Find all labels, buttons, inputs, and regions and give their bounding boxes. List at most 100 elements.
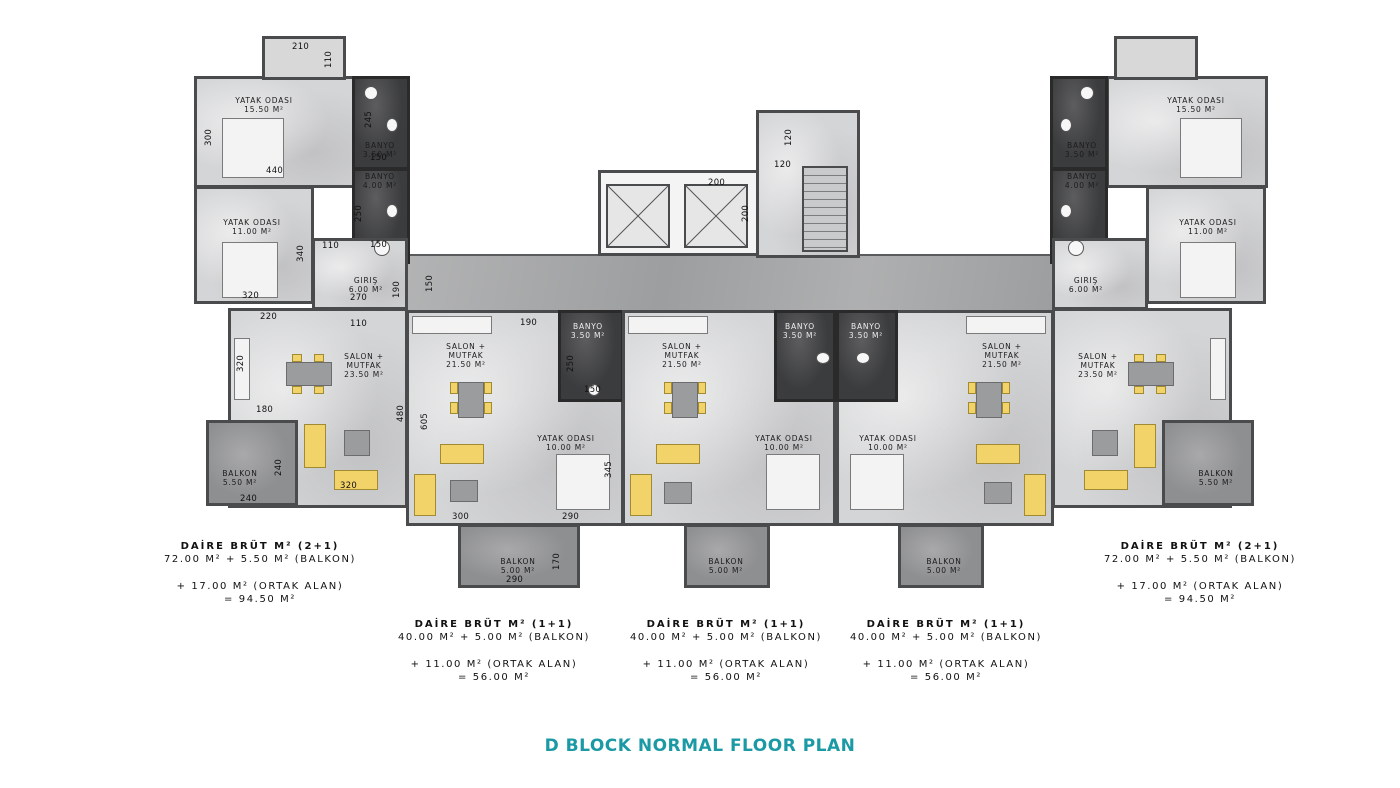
summary-line: 72.00 M² + 5.50 M² (BALKON) (1103, 554, 1297, 565)
sofa (334, 470, 378, 490)
room-name: MUTFAK (664, 351, 700, 360)
elevator-2-cross (685, 185, 747, 247)
chair (698, 402, 706, 414)
room-name: BALKON (500, 557, 536, 566)
dining-table (1128, 362, 1174, 386)
room-area: 5.00 M² (708, 566, 744, 575)
room-name: BALKON (708, 557, 744, 566)
room-name: SALON + (344, 352, 384, 361)
dim-label: 300 (452, 512, 470, 522)
dim-label: 120 (774, 160, 792, 170)
kitchen-counter (1210, 338, 1226, 400)
dining-table (286, 362, 332, 386)
room-area: 3.50 M² (1064, 150, 1100, 159)
coffee-table (450, 480, 478, 502)
kitchen-counter (412, 316, 492, 334)
chair (314, 354, 324, 362)
room-name: YATAK ODASI (1179, 218, 1237, 227)
dim-label: 150 (370, 240, 388, 250)
room-area: 10.00 M² (868, 443, 908, 452)
u4-balkon (898, 524, 984, 588)
dim-label: 480 (396, 404, 406, 422)
chair (1156, 354, 1166, 362)
chair (314, 386, 324, 394)
bed (766, 454, 820, 510)
chair (1156, 386, 1166, 394)
chair (1134, 354, 1144, 362)
room-name: MUTFAK (1080, 361, 1116, 370)
dim-label: 320 (242, 291, 260, 301)
room-name: BANYO (1067, 172, 1097, 181)
room-area: 4.00 M² (1064, 181, 1100, 190)
wc-fixture (816, 352, 830, 364)
unit-summary-u2: DAİRE BRÜT M² (1+1) 40.00 M² + 5.00 M² (… (398, 618, 590, 684)
sofa (1134, 424, 1156, 468)
sofa (656, 444, 700, 464)
dim-label: 345 (604, 460, 614, 478)
plan-title: D BLOCK NORMAL FLOOR PLAN (544, 736, 856, 756)
elevator-2 (684, 184, 748, 248)
wc-fixture (1060, 204, 1072, 218)
dim-label: 220 (260, 312, 278, 322)
room-name: SALON + (982, 342, 1022, 351)
room-area: 15.50 M² (244, 105, 284, 114)
summary-line: 40.00 M² + 5.00 M² (BALKON) (397, 632, 591, 643)
room-area: 10.00 M² (764, 443, 804, 452)
room-area: 21.50 M² (662, 360, 702, 369)
summary-line: 72.00 M² + 5.50 M² (BALKON) (163, 554, 357, 565)
room-area: 3.50 M² (848, 331, 884, 340)
summary-line: 40.00 M² + 5.00 M² (BALKON) (629, 632, 823, 643)
chair (292, 386, 302, 394)
dim-label: 605 (420, 412, 430, 430)
right-giris (1052, 238, 1148, 310)
room-name: MUTFAK (346, 361, 382, 370)
dim-label: 150 (425, 274, 435, 292)
room-name: MUTFAK (448, 351, 484, 360)
coffee-table (1092, 430, 1118, 456)
bed (222, 242, 278, 298)
chair (292, 354, 302, 362)
chair (664, 402, 672, 414)
dining-table (672, 382, 698, 418)
kitchen-counter (234, 338, 250, 400)
left-balcony-small (262, 36, 346, 80)
room-area: 3.50 M² (362, 150, 398, 159)
dim-label: 250 (354, 204, 364, 222)
chair (484, 382, 492, 394)
summary-line: 40.00 M² + 5.00 M² (BALKON) (849, 632, 1043, 643)
unit-summary-u3: DAİRE BRÜT M² (1+1) 40.00 M² + 5.00 M² (… (630, 618, 822, 684)
room-area: 11.00 M² (1188, 227, 1228, 236)
staircase (802, 166, 848, 252)
dim-label: 240 (240, 494, 258, 504)
wc-fixture (386, 204, 398, 218)
dining-table (458, 382, 484, 418)
room-area: 21.50 M² (446, 360, 486, 369)
wc-fixture (1080, 86, 1094, 100)
dim-label: 150 (370, 153, 388, 163)
room-name: BANYO (365, 172, 395, 181)
room-area: 10.00 M² (546, 443, 586, 452)
elevator-1-cross (607, 185, 669, 247)
dim-label: 120 (784, 128, 794, 146)
dim-label: 300 (204, 128, 214, 146)
room-area: 23.50 M² (1078, 370, 1118, 379)
unit-summary-right: DAİRE BRÜT M² (2+1) 72.00 M² + 5.50 M² (… (1104, 540, 1296, 606)
dim-label: 190 (520, 318, 538, 328)
summary-heading: DAİRE BRÜT M² (1+1) (646, 619, 806, 630)
dim-label: 245 (364, 110, 374, 128)
coffee-table (344, 430, 370, 456)
wc-fixture (1068, 240, 1084, 256)
dim-label: 290 (562, 512, 580, 522)
dim-label: 110 (322, 241, 340, 251)
right-balcony-small (1114, 36, 1198, 80)
room-name: BANYO (1067, 141, 1097, 150)
bed (1180, 118, 1242, 178)
room-area: 6.00 M² (348, 285, 384, 294)
kitchen-counter (628, 316, 708, 334)
room-name: YATAK ODASI (223, 218, 281, 227)
bed (556, 454, 610, 510)
dim-label: 150 (584, 385, 602, 395)
room-area: 5.00 M² (926, 566, 962, 575)
room-name: GIRIŞ (1073, 276, 1099, 285)
wc-fixture (856, 352, 870, 364)
